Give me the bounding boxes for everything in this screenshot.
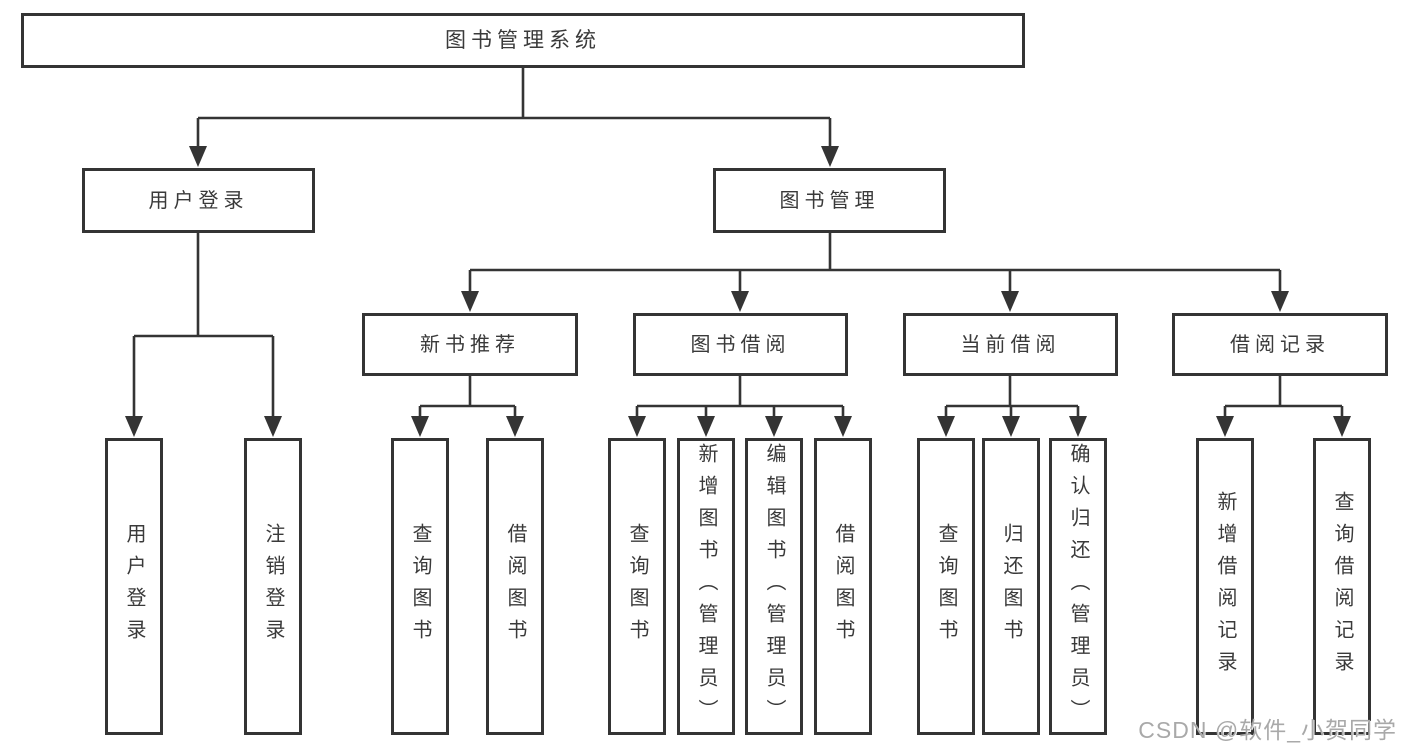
node-current-borrowing: 当前借阅: [903, 313, 1118, 376]
node-confirm-return-admin: 确认归还（管理员）: [1049, 438, 1107, 735]
node-user-login-action: 用户登录: [105, 438, 163, 735]
node-borrow-books-borrowing: 借阅图书: [814, 438, 872, 735]
node-user-login: 用户登录: [82, 168, 315, 233]
node-query-borrow-record: 查询借阅记录: [1313, 438, 1371, 735]
node-add-borrow-record: 新增借阅记录: [1196, 438, 1254, 735]
connector-arrowheads: [125, 146, 1351, 437]
node-borrowing-records: 借阅记录: [1172, 313, 1388, 376]
node-book-borrowing: 图书借阅: [633, 313, 848, 376]
watermark-text: CSDN @软件_小贺同学: [1138, 717, 1397, 743]
node-query-books-current: 查询图书: [917, 438, 975, 735]
node-library-system: 图书管理系统: [21, 13, 1025, 68]
node-new-book-recommend: 新书推荐: [362, 313, 578, 376]
node-return-books: 归还图书: [982, 438, 1040, 735]
node-add-books-admin: 新增图书（管理员）: [677, 438, 735, 735]
node-book-management: 图书管理: [713, 168, 946, 233]
node-borrow-books-recommend: 借阅图书: [486, 438, 544, 735]
node-query-books-recommend: 查询图书: [391, 438, 449, 735]
node-logout: 注销登录: [244, 438, 302, 735]
node-query-books-borrowing: 查询图书: [608, 438, 666, 735]
node-edit-books-admin: 编辑图书（管理员）: [745, 438, 803, 735]
